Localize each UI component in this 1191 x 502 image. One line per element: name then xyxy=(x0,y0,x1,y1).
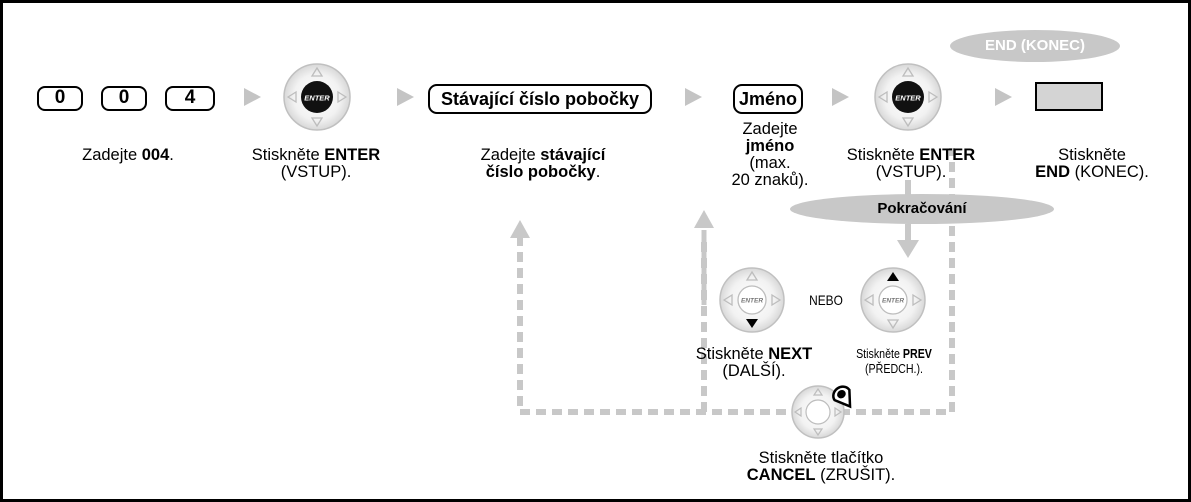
enter-navigator-icon: ENTER xyxy=(874,63,942,131)
next-navigator-icon: ENTER xyxy=(719,267,785,333)
cancel-button-icon xyxy=(832,385,852,409)
step-enter-name: Zadejte jméno (max. 20 znaků). xyxy=(731,120,809,189)
flow-arrows xyxy=(244,88,1012,106)
arrow-down-icon xyxy=(897,240,919,258)
step-press-end: Stiskněte END (KONEC). xyxy=(1035,146,1149,181)
arrow-right-icon xyxy=(244,88,261,106)
end-key xyxy=(1035,82,1103,111)
step-enter-extension: Zadejte stávající číslo pobočky. xyxy=(480,146,606,181)
svg-text:ENTER: ENTER xyxy=(741,298,763,305)
svg-text:ENTER: ENTER xyxy=(304,94,330,103)
arrow-right-icon xyxy=(685,88,702,106)
enter-navigator-icon: ENTER xyxy=(283,63,351,131)
svg-text:ENTER: ENTER xyxy=(895,94,921,103)
svg-text:ENTER: ENTER xyxy=(882,298,904,305)
step-press-next: Stiskněte NEXT (DALŠÍ). xyxy=(695,345,813,380)
arrow-up-icon xyxy=(510,220,530,238)
arrow-up-icon xyxy=(694,210,714,228)
key-0: 0 xyxy=(101,86,147,111)
arrow-right-icon xyxy=(995,88,1012,106)
key-4: 4 xyxy=(165,86,215,111)
continue-oval: Pokračování xyxy=(790,194,1054,224)
name-box: Jméno xyxy=(733,84,803,114)
step-press-enter: Stiskněte ENTER (VSTUP). xyxy=(251,146,381,181)
cancel-navigator-icon xyxy=(791,385,845,439)
or-label: NEBO xyxy=(809,292,843,308)
key-0: 0 xyxy=(37,86,83,111)
step-press-cancel: Stiskněte tlačítko CANCEL (ZRUŠIT). xyxy=(746,449,896,484)
prev-navigator-icon: ENTER xyxy=(860,267,926,333)
step-enter-004: Zadejte 004. xyxy=(82,146,174,164)
end-konec-oval: END (KONEC) xyxy=(950,30,1120,62)
step-press-enter-2: Stiskněte ENTER (VSTUP). xyxy=(846,146,976,181)
arrow-right-icon xyxy=(832,88,849,106)
step-press-prev: Stiskněte PREV (PŘEDCH.). xyxy=(856,346,932,376)
existing-extension-box: Stávající číslo pobočky xyxy=(428,84,652,114)
arrow-right-icon xyxy=(397,88,414,106)
